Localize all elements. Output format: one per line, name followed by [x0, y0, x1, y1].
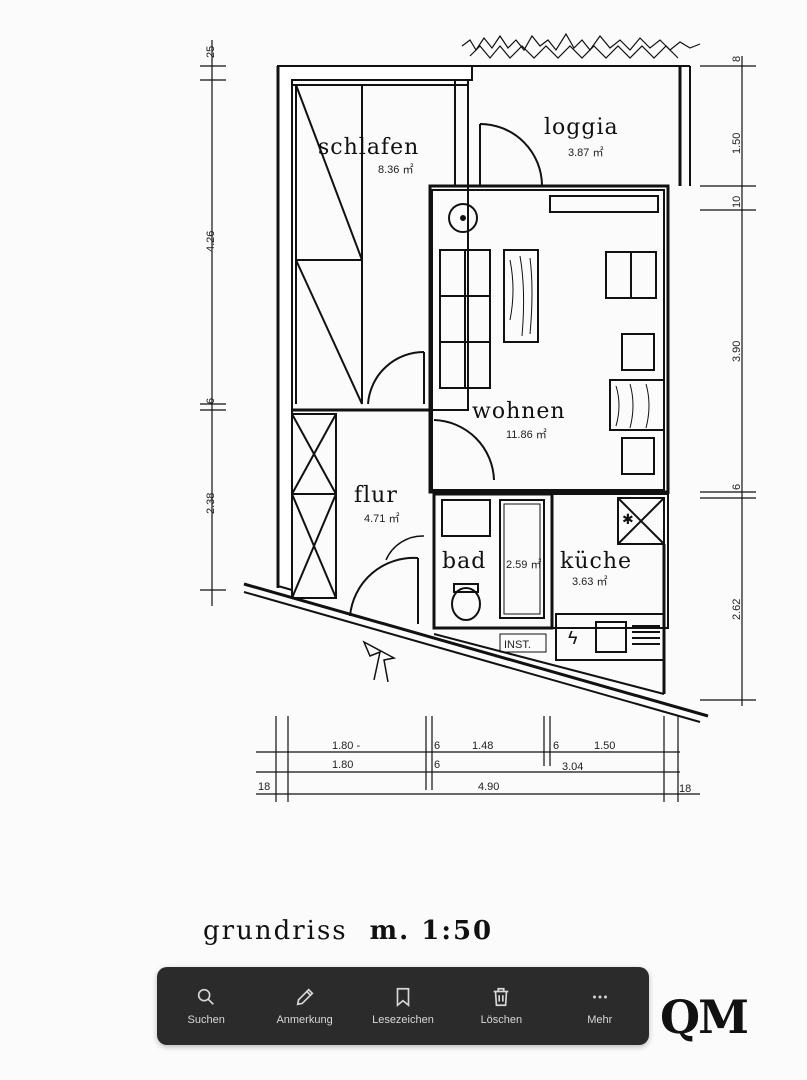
dim-bottom-3-3: 18	[679, 783, 691, 795]
dim-bottom-1-1: 1.80 -	[332, 740, 360, 752]
dim-right-6: 2.62	[731, 599, 743, 620]
dim-right-1: 8	[731, 56, 743, 62]
dim-right-2: 1.50	[731, 133, 743, 154]
dim-bottom-3-2: 4.90	[478, 781, 499, 793]
electric-icon: ϟ	[568, 628, 578, 648]
room-area-flur: 4.71 ㎡	[364, 512, 399, 525]
dim-bottom-2-3: 3.04	[562, 761, 583, 773]
annotate-button-label: Anmerkung	[276, 1014, 333, 1026]
delete-button[interactable]: Löschen	[456, 986, 546, 1026]
room-label-bad: bad	[442, 549, 486, 574]
dim-right-4: 3.90	[731, 341, 743, 362]
search-button-label: Suchen	[187, 1014, 225, 1026]
search-button[interactable]: Suchen	[161, 986, 251, 1026]
plan-title: grundriss m. 1:50	[203, 916, 493, 946]
dim-right-3: 10	[731, 196, 743, 208]
dim-bottom-1-5: 1.50	[594, 740, 615, 752]
stove-icon: ✱	[622, 511, 634, 527]
room-label-flur: flur	[354, 483, 398, 508]
dim-bottom-2-2: 6	[434, 759, 440, 771]
trash-icon	[494, 987, 509, 1007]
dim-bottom-1-4: 6	[553, 740, 559, 752]
dim-left-3: 6	[205, 398, 217, 404]
bookmark-button[interactable]: Lesezeichen	[358, 986, 448, 1026]
delete-button-label: Löschen	[480, 1014, 523, 1026]
dim-left-2: 4.26	[205, 231, 217, 252]
annotate-button[interactable]: Anmerkung	[260, 986, 350, 1026]
room-label-wohnen: wohnen	[472, 399, 566, 424]
room-area-bad: 2.59 ㎡	[506, 558, 541, 571]
more-icon	[592, 995, 607, 999]
room-label-kueche: küche	[560, 549, 632, 574]
plan-scale: m. 1:50	[369, 916, 494, 946]
dim-bottom-1-2: 6	[434, 740, 440, 752]
document-toolbar: Suchen Anmerkung Lesezeichen Löschen Meh…	[157, 967, 649, 1045]
pencil-icon	[296, 988, 314, 1006]
more-button[interactable]: Mehr	[555, 986, 645, 1026]
room-label-loggia: loggia	[544, 115, 619, 140]
room-area-wohnen: 11.86 ㎡	[506, 428, 547, 441]
dim-bottom-3-1: 18	[258, 781, 270, 793]
room-area-kueche: 3.63 ㎡	[572, 575, 607, 588]
dim-left-4: 2.38	[205, 493, 217, 514]
bookmark-icon	[396, 987, 410, 1008]
plan-title-text: grundriss	[203, 916, 348, 946]
room-label-schlafen: schlafen	[318, 135, 419, 160]
dim-bottom-1-3: 1.48	[472, 740, 493, 752]
room-area-schlafen: 8.36 ㎡	[378, 163, 413, 176]
bookmark-button-label: Lesezeichen	[372, 1014, 434, 1026]
inst-label: INST.	[504, 639, 531, 651]
more-button-label: Mehr	[587, 1014, 613, 1026]
search-icon	[198, 988, 215, 1005]
logo: QM	[660, 990, 749, 1044]
dim-bottom-2-1: 1.80	[332, 759, 353, 771]
room-area-loggia: 3.87 ㎡	[568, 146, 603, 159]
dim-right-5: 6	[731, 484, 743, 490]
dim-left-1: 25	[205, 46, 217, 58]
